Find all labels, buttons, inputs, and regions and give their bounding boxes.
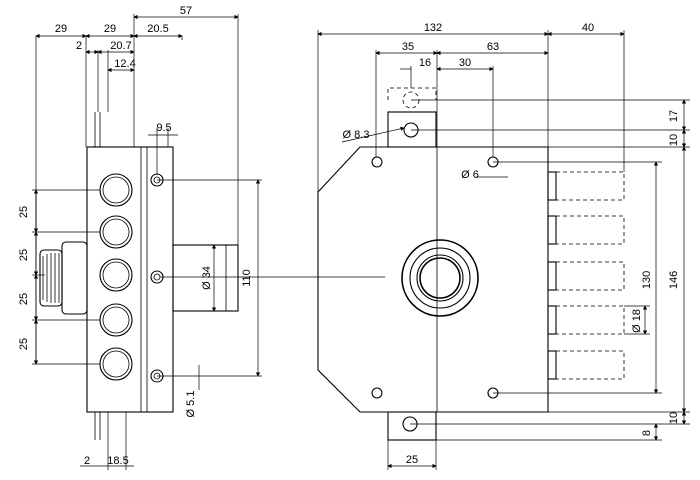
dim-side-2-bottom: 2 bbox=[84, 455, 90, 467]
dim-front-16: 16 bbox=[419, 57, 431, 69]
side-bolts bbox=[99, 173, 133, 381]
dim-front-10-top: 10 bbox=[668, 134, 680, 146]
front-body bbox=[317, 146, 549, 413]
dim-side-2-top: 2 bbox=[76, 40, 82, 52]
dim-side-20-5: 20.5 bbox=[147, 23, 168, 35]
dim-front-dia-6: Ø 6 bbox=[461, 169, 479, 181]
dim-front-dia-8-3: Ø 8.3 bbox=[343, 129, 370, 141]
dim-side-25-1: 25 bbox=[18, 206, 30, 218]
side-cylinder bbox=[172, 244, 239, 312]
dim-front-40: 40 bbox=[582, 22, 594, 34]
front-cylinder bbox=[401, 239, 479, 317]
dim-side-110: 110 bbox=[241, 269, 253, 287]
dim-front-35: 35 bbox=[402, 41, 414, 53]
dim-front-8: 8 bbox=[641, 430, 653, 436]
dim-side-dia-5-1: Ø 5.1 bbox=[185, 391, 197, 418]
dim-front-25: 25 bbox=[406, 454, 418, 466]
dim-side-57: 57 bbox=[180, 5, 192, 17]
dim-front-146: 146 bbox=[668, 271, 680, 289]
dim-side-dia-34: Ø 34 bbox=[201, 266, 213, 290]
dim-side-25-4: 25 bbox=[18, 338, 30, 350]
dim-side-29-b: 29 bbox=[104, 23, 116, 35]
dim-side-9-5: 9.5 bbox=[156, 122, 171, 134]
dim-side-29-a: 29 bbox=[55, 23, 67, 35]
front-view: 132 40 35 63 16 30 Ø 8.3 Ø 6 Ø 18 17 10 bbox=[317, 22, 690, 470]
dim-front-130: 130 bbox=[641, 271, 653, 289]
dim-front-30: 30 bbox=[459, 57, 471, 69]
dim-front-17: 17 bbox=[668, 110, 680, 122]
front-bolts bbox=[547, 171, 625, 380]
front-bottom-tab bbox=[387, 411, 437, 441]
dim-side-20-7: 20.7 bbox=[110, 40, 131, 52]
dim-front-63: 63 bbox=[487, 41, 499, 53]
side-knob bbox=[39, 241, 88, 315]
front-top-tab bbox=[387, 87, 437, 148]
dim-front-dia-18: Ø 18 bbox=[631, 309, 643, 333]
dim-side-25-2: 25 bbox=[18, 249, 30, 261]
dim-side-12-4: 12.4 bbox=[114, 58, 135, 70]
side-view: 57 29 29 20.5 2 20.7 12.4 9.5 25 25 25 2… bbox=[18, 5, 385, 470]
dim-front-10-bottom: 10 bbox=[668, 412, 680, 424]
dim-front-132: 132 bbox=[424, 22, 442, 34]
dim-side-18-5: 18.5 bbox=[107, 455, 128, 467]
dim-side-25-3: 25 bbox=[18, 293, 30, 305]
